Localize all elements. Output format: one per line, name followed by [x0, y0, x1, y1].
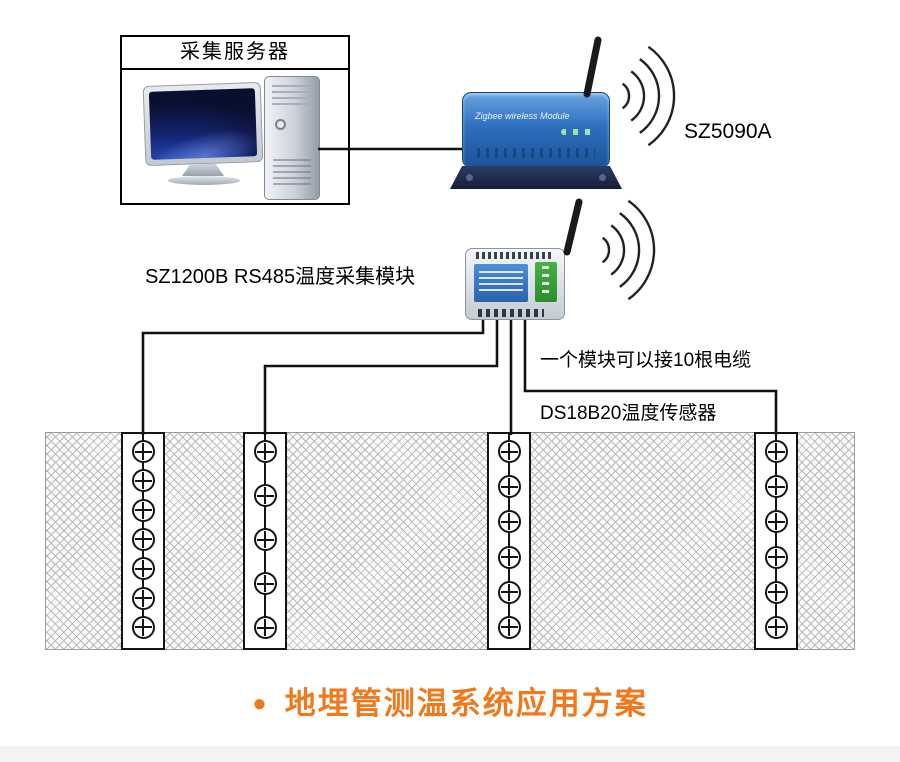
temperature-sensor-icon [764, 545, 788, 569]
temperature-sensor-icon [764, 440, 788, 463]
wireless-module-sz5090a-icon: Zigbee wireless Module [462, 92, 610, 168]
caption-bullet-icon: ● [252, 690, 269, 717]
pipe [754, 432, 798, 650]
wifi-arc [627, 199, 656, 301]
temperature-sensor-icon [497, 580, 521, 604]
wifi-arc [601, 236, 611, 264]
tower-power-button-icon [275, 119, 286, 130]
wifi-arc [647, 45, 676, 147]
temperature-sensor-icon [497, 510, 521, 534]
temperature-sensor-icon [764, 580, 788, 604]
monitor-icon [142, 81, 264, 167]
temperature-sensor-icon [253, 572, 277, 595]
temperature-sensor-icon [764, 510, 788, 534]
server-box-label: 采集服务器 [122, 37, 348, 70]
temperature-sensor-icon [497, 545, 521, 569]
cable-note-label: 一个模块可以接10根电缆 [540, 350, 752, 371]
monitor-base [168, 176, 240, 185]
module1-vents [477, 148, 595, 158]
module1-label: SZ5090A [684, 120, 772, 143]
temperature-sensor-icon [131, 527, 155, 551]
sensor-type-label: DS18B20温度传感器 [540, 403, 717, 424]
module1-antenna-icon [583, 36, 602, 98]
wifi-arc [630, 70, 646, 122]
module1-mounting-base [450, 166, 622, 189]
pipe [243, 432, 287, 650]
module2-antenna-icon [563, 198, 583, 256]
module2-top-connector [476, 252, 554, 259]
temperature-sensor-icon [253, 528, 277, 551]
module2-label-panel [474, 264, 528, 302]
pipe [487, 432, 531, 650]
monitor-screen [148, 88, 258, 160]
temperature-sensor-icon [253, 440, 277, 463]
temperature-sensor-icon [131, 557, 155, 581]
footer-strip [0, 746, 900, 762]
wire-to-pipe-1 [141, 320, 485, 435]
module1-body-text: Zigbee wireless Module [475, 111, 570, 121]
wifi-arc [639, 58, 661, 134]
module1-led-indicators [561, 129, 595, 135]
server-box: 采集服务器 [120, 35, 350, 205]
wifi-arc [610, 224, 626, 276]
computer-illustration [122, 70, 348, 203]
caption-text: 地埋管测温系统应用方案 [284, 686, 648, 721]
module2-label: SZ1200B RS485温度采集模块 [145, 266, 416, 288]
tower-drive-bays [272, 85, 312, 107]
wifi-arc [621, 82, 631, 110]
module2-terminal-block [535, 262, 557, 302]
temperature-sensor-icon [131, 615, 155, 639]
temperature-sensor-icon [131, 440, 155, 463]
temperature-sensor-icon [764, 475, 788, 499]
temperature-sensor-icon [131, 586, 155, 610]
wire-to-pipe-2 [263, 320, 499, 435]
tower-grill [273, 159, 311, 189]
temperature-module-sz1200b-icon [465, 248, 565, 320]
temperature-sensor-icon [497, 475, 521, 499]
pipe [121, 432, 165, 650]
temperature-sensor-icon [497, 615, 521, 639]
ground-area [45, 432, 855, 650]
pc-tower-icon [264, 76, 320, 200]
temperature-sensor-icon [131, 498, 155, 522]
monitor-stand [182, 164, 224, 176]
temperature-sensor-icon [253, 616, 277, 639]
temperature-sensor-icon [764, 615, 788, 639]
temperature-sensor-icon [131, 469, 155, 493]
module2-bottom-pins [478, 309, 544, 317]
temperature-sensor-icon [253, 484, 277, 507]
wifi-arc [619, 212, 641, 288]
caption: ● 地埋管测温系统应用方案 [0, 678, 900, 723]
temperature-sensor-icon [497, 440, 521, 463]
